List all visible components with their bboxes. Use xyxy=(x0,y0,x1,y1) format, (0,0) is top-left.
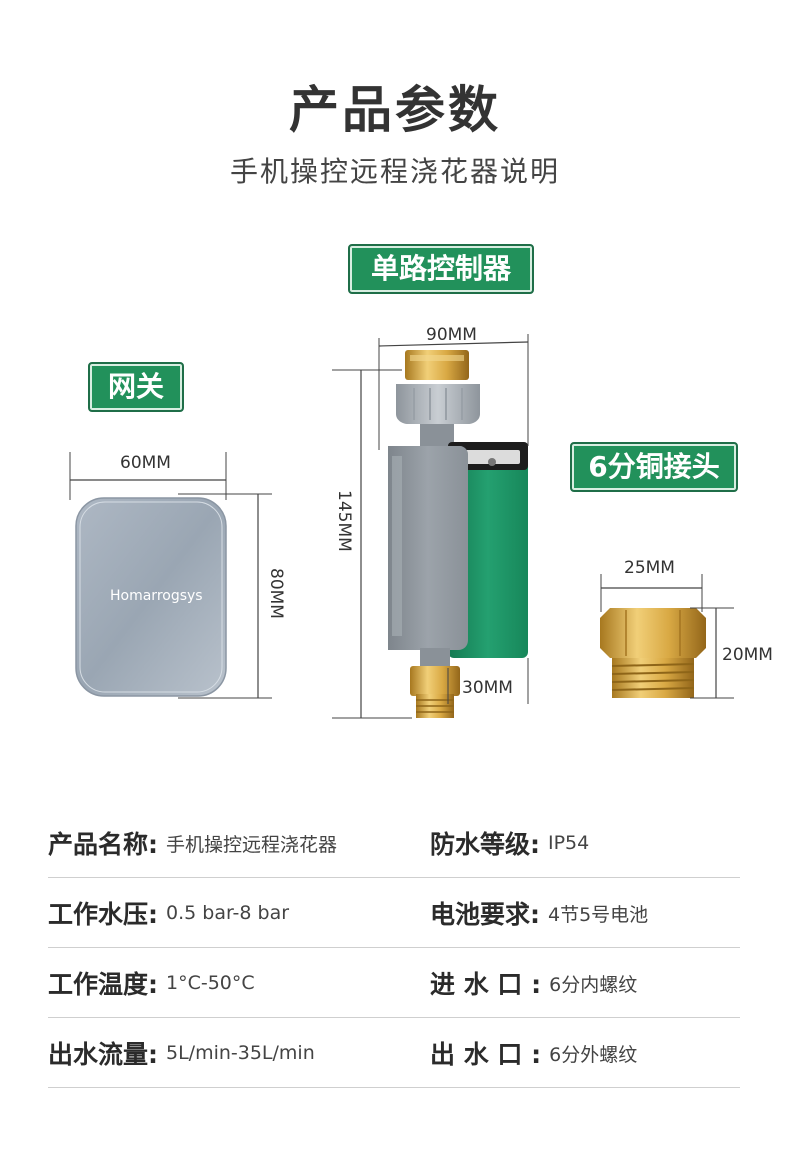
spec-value: IP54 xyxy=(548,832,590,854)
spec-label: 防水等级: xyxy=(430,830,540,859)
gateway-height-label: 80MM xyxy=(266,568,286,619)
spec-label: 电池要求: xyxy=(430,900,540,929)
spec-label: 出 水 口 : xyxy=(430,1040,542,1069)
spec-table: 产品名称: 手机操控远程浇花器 防水等级: IP54 工作水压: 0.5 bar-8 … xyxy=(48,808,740,1088)
spec-row: 工作温度: 1°C-50°C 进 水 口 : 6分内螺纹 xyxy=(48,948,740,1018)
page-subtitle: 手机操控远程浇花器说明 xyxy=(229,155,560,188)
spec-value: 4节5号电池 xyxy=(548,903,649,926)
spec-label: 产品名称: xyxy=(48,830,158,859)
spec-label: 工作水压: xyxy=(48,900,158,929)
controller-device xyxy=(388,350,528,718)
gateway-device xyxy=(75,497,227,697)
controller-width-label: 90MM xyxy=(426,325,477,345)
fitting-width-label: 25MM xyxy=(624,558,675,578)
spec-value: 1°C-50°C xyxy=(166,972,255,994)
spec-label: 工作温度: xyxy=(48,970,158,999)
spec-value: 手机操控远程浇花器 xyxy=(166,833,338,856)
spec-row: 工作水压: 0.5 bar-8 bar 电池要求: 4节5号电池 xyxy=(48,878,740,948)
controller-height-label: 145MM xyxy=(334,490,354,552)
fitting-tag: 6分铜接头 xyxy=(570,442,738,492)
page-title: 产品参数 xyxy=(289,81,501,139)
spec-label: 进 水 口 : xyxy=(430,970,542,999)
spec-value: 5L/min-35L/min xyxy=(166,1042,315,1064)
spec-row: 产品名称: 手机操控远程浇花器 防水等级: IP54 xyxy=(48,808,740,878)
product-illustrations xyxy=(69,334,734,719)
brass-fitting xyxy=(600,608,706,698)
spec-value: 6分内螺纹 xyxy=(549,973,638,996)
spec-value: 0.5 bar-8 bar xyxy=(166,902,290,924)
spec-label: 出水流量: xyxy=(48,1040,158,1069)
controller-depth-label: 30MM xyxy=(462,678,513,698)
gateway-tag: 网关 xyxy=(88,362,184,412)
spec-value: 6分外螺纹 xyxy=(549,1043,638,1066)
spec-row: 出水流量: 5L/min-35L/min 出 水 口 : 6分外螺纹 xyxy=(48,1018,740,1088)
gateway-width-label: 60MM xyxy=(120,453,171,473)
controller-tag: 单路控制器 xyxy=(348,244,534,294)
fitting-height-label: 20MM xyxy=(722,645,773,665)
gateway-brand-label: Homarrogsys xyxy=(110,588,203,604)
